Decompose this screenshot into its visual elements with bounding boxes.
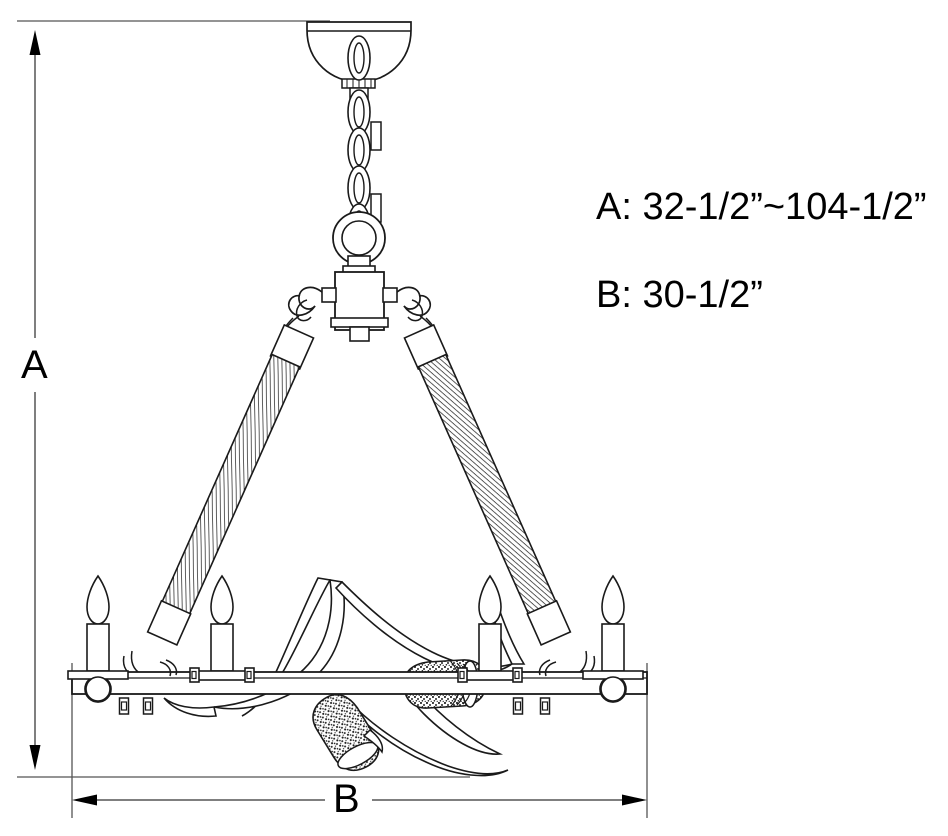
spec-text-a: A: 32-1/2”~104-1/2” (596, 186, 927, 228)
spec-text-b: B: 30-1/2” (596, 274, 763, 316)
support-arm-left (122, 323, 315, 677)
dimension-lines (17, 20, 648, 818)
support-arm-right (403, 323, 596, 677)
dimension-label-b: B (333, 777, 360, 821)
dimension-label-a: A (21, 343, 48, 387)
suspension-ring (332, 211, 386, 275)
center-hub (321, 271, 398, 342)
frame-bar (71, 659, 648, 715)
